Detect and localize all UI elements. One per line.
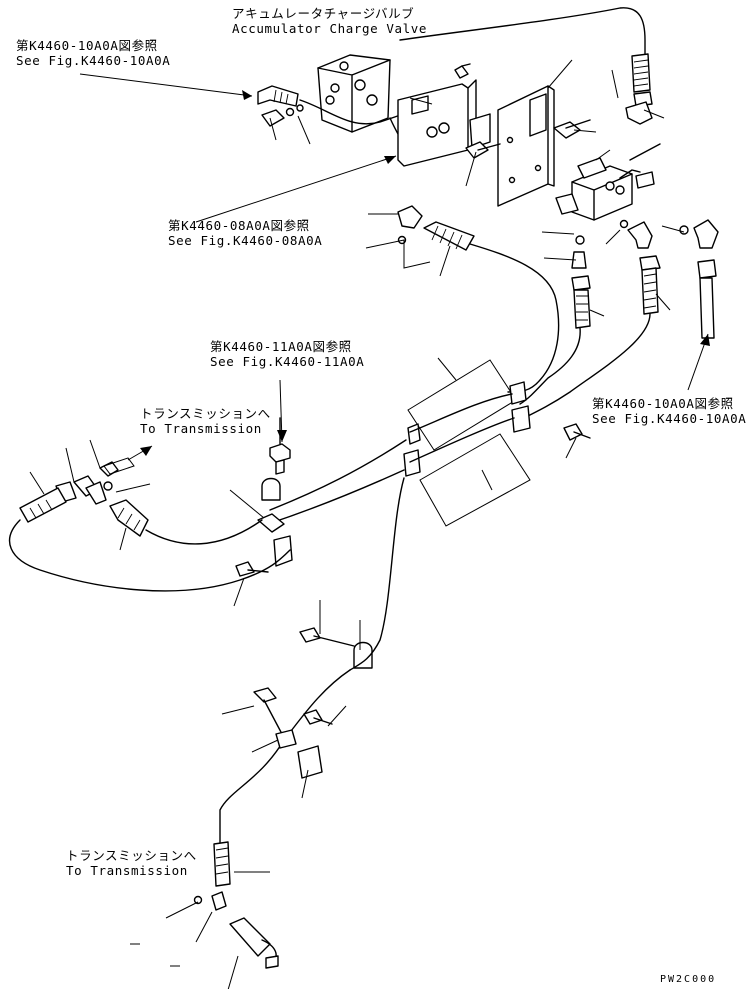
reference-11a0a-en: See Fig.K4460-11A0A	[210, 354, 365, 369]
to-transmission-upper-jp: トランスミッションへ	[140, 406, 271, 421]
elbow-fitting-top-left	[257, 85, 304, 127]
reference-08a0a: 第K4460-08A0A図参照 See Fig.K4460-08A0A	[168, 218, 322, 248]
transmission-fittings-lower	[193, 841, 279, 969]
accumulator-charge-valve	[317, 54, 391, 133]
mounting-bracket-center	[397, 79, 491, 167]
bolt-group-center	[465, 119, 591, 159]
elbow-and-hose-08a0a	[397, 205, 475, 251]
to-transmission-lower-en: To Transmission	[66, 863, 188, 878]
solenoid-valve-right	[555, 143, 661, 221]
reference-10a0a-right-jp: 第K4460-10A0A図参照	[592, 396, 734, 411]
accumulator-charge-valve-label: アキュムレータチャージバルブ Accumulator Charge Valve	[232, 6, 427, 36]
reference-11a0a-jp: 第K4460-11A0A図参照	[210, 339, 352, 354]
reference-10a0a-right: 第K4460-10A0A図参照 See Fig.K4460-10A0A	[592, 396, 746, 426]
drawing-code: PW2C000	[660, 974, 717, 985]
reference-08a0a-en: See Fig.K4460-08A0A	[168, 233, 323, 248]
clamp-lower-middle	[299, 627, 373, 669]
clamp-left	[235, 477, 293, 577]
valve-mount-plate	[497, 85, 555, 207]
leader-lines	[29, 59, 710, 989]
to-transmission-upper-en: To Transmission	[140, 421, 262, 436]
transmission-fittings-upper	[19, 457, 149, 537]
clamp-assembly-center	[267, 359, 531, 527]
bolt-right-clamp	[563, 423, 591, 441]
to-transmission-lower-jp: トランスミッションへ	[66, 848, 197, 863]
hoses-right-vertical	[571, 255, 717, 339]
accumulator-label-jp: アキュムレータチャージバルブ	[232, 6, 415, 21]
reference-10a0a-top-jp: 第K4460-10A0A図参照	[16, 38, 158, 53]
to-transmission-upper: トランスミッションへ To Transmission	[140, 406, 271, 436]
bolt-group-lower	[253, 687, 333, 779]
reference-10a0a-right-en: See Fig.K4460-10A0A	[592, 411, 747, 426]
reference-10a0a-top: 第K4460-10A0A図参照 See Fig.K4460-10A0A	[16, 38, 170, 68]
reference-08a0a-jp: 第K4460-08A0A図参照	[168, 218, 310, 233]
to-transmission-lower: トランスミッションへ To Transmission	[66, 848, 197, 878]
reference-11a0a: 第K4460-11A0A図参照 See Fig.K4460-11A0A	[210, 339, 364, 369]
reference-10a0a-top-en: See Fig.K4460-10A0A	[16, 53, 171, 68]
fittings-right	[571, 219, 719, 269]
bolt-11a0a	[269, 417, 291, 475]
accumulator-label-en: Accumulator Charge Valve	[232, 21, 428, 36]
